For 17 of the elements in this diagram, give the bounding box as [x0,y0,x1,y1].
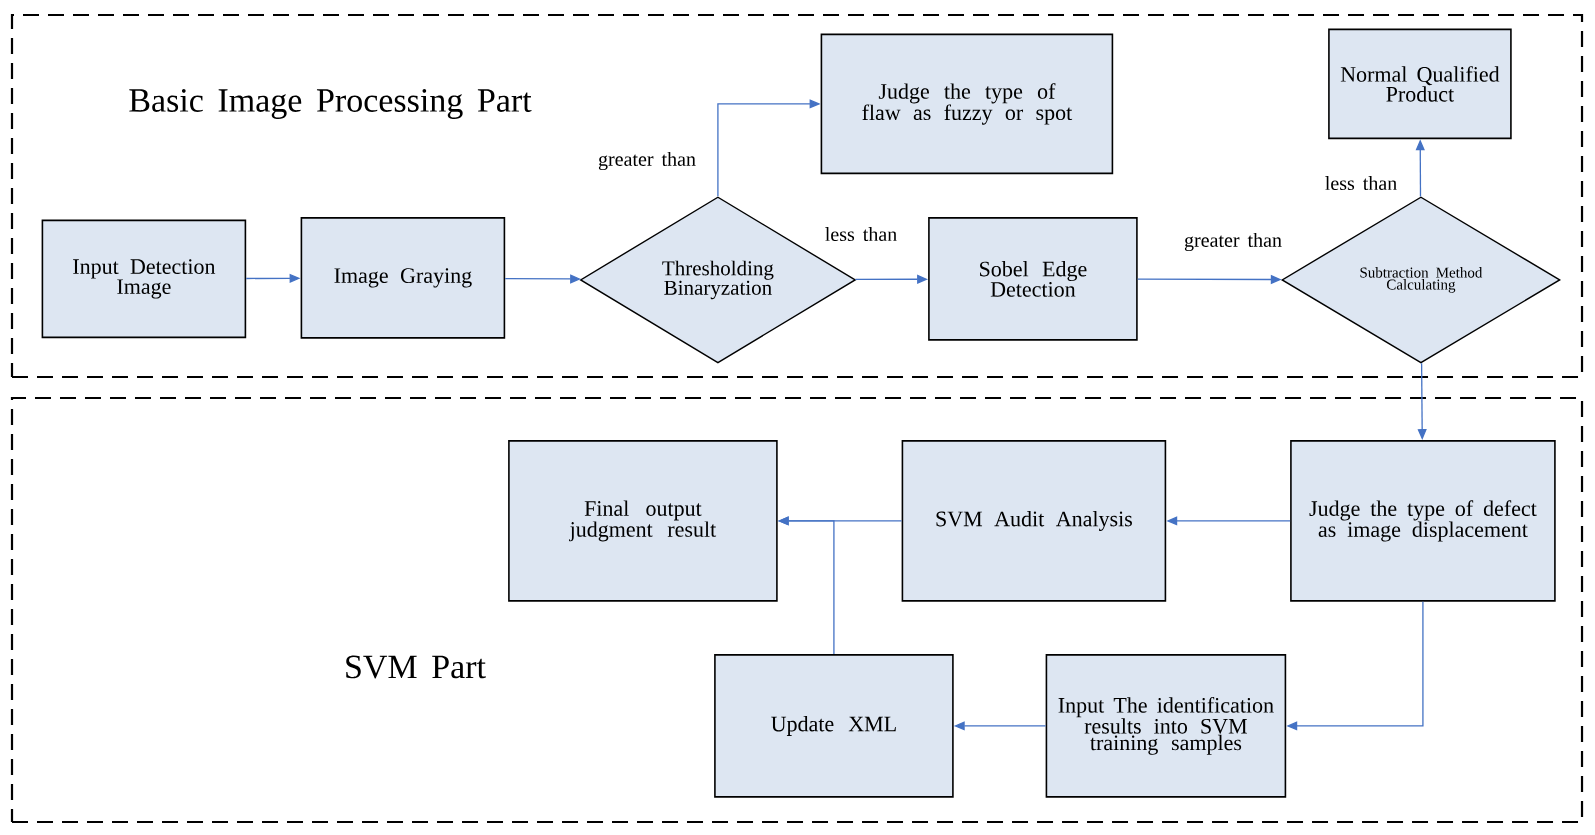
process-box: Judge the type of defect as image displacement [1290,440,1556,602]
process-box: SVM Audit Analysis [901,440,1167,602]
process-box: Normal Qualified Product [1328,28,1512,140]
process-box: Judge the type of flaw as fuzzy or spot [820,33,1114,175]
edge-label: greater than [597,150,697,172]
process-box: Final output judgment result [508,440,778,602]
process-box: Sobel Edge Detection [928,217,1138,341]
region-title: Basic Image Processing Part [129,89,532,119]
dashed-region [10,396,1584,824]
dashed-region [10,13,1584,379]
edge-label: less than [1323,174,1399,192]
process-box: Input Detection Image [41,219,247,339]
edge-label: greater than [1183,231,1283,253]
process-box: Update XML [714,654,954,798]
process-box: Input The identification results into SVM training samples [1045,654,1287,798]
process-box: Image Graying [300,217,506,339]
region-title: SVM Part [346,655,486,679]
